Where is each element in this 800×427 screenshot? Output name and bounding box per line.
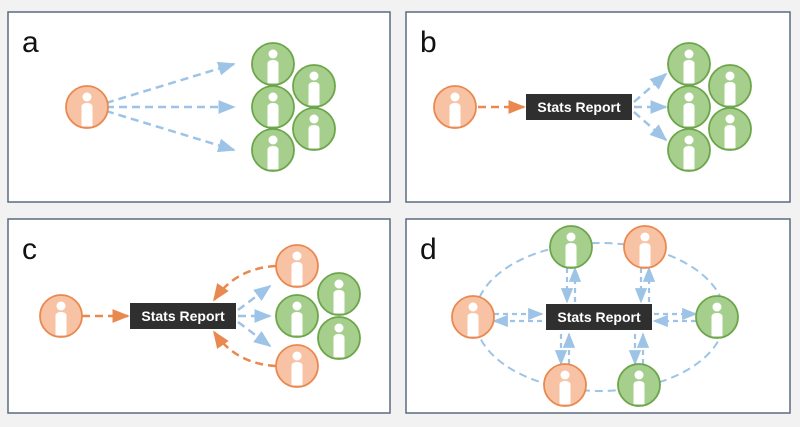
person-icon	[292, 64, 336, 108]
person-icon	[65, 85, 109, 129]
panel-label-d: d	[420, 233, 437, 266]
person-icon	[433, 85, 477, 129]
stats-report-box-b: Stats Report	[526, 94, 632, 120]
person-icon	[251, 42, 295, 86]
person-icon	[543, 363, 587, 407]
person-icon	[695, 295, 739, 339]
person-icon	[708, 64, 752, 108]
stats-report-label-d: Stats Report	[557, 309, 641, 325]
panel-c-arrows	[82, 264, 277, 368]
person-icon	[275, 244, 319, 288]
person-icon	[708, 107, 752, 151]
person-icon	[317, 272, 361, 316]
person-icon	[275, 344, 319, 388]
panel-label-a: a	[22, 26, 39, 59]
panel-b-arrows	[478, 72, 668, 142]
person-icon	[617, 363, 661, 407]
panel-a-arrows	[105, 61, 236, 153]
stats-report-label-b: Stats Report	[537, 99, 621, 115]
person-icon	[451, 295, 495, 339]
people-layer	[39, 42, 752, 407]
person-icon	[275, 294, 319, 338]
person-icon	[623, 225, 667, 269]
stats-report-label-c: Stats Report	[141, 308, 225, 324]
person-icon	[292, 107, 336, 151]
stats-report-box-d: Stats Report	[546, 304, 652, 330]
person-icon	[667, 85, 711, 129]
person-icon	[667, 42, 711, 86]
person-icon	[251, 128, 295, 172]
person-icon	[251, 85, 295, 129]
panel-label-b: b	[420, 26, 437, 59]
stats-report-box-c: Stats Report	[130, 303, 236, 329]
person-icon	[317, 316, 361, 360]
person-icon	[549, 225, 593, 269]
panel-label-c: c	[22, 233, 37, 266]
person-icon	[667, 128, 711, 172]
person-icon	[39, 294, 83, 338]
panel-d-arrows	[492, 266, 698, 366]
